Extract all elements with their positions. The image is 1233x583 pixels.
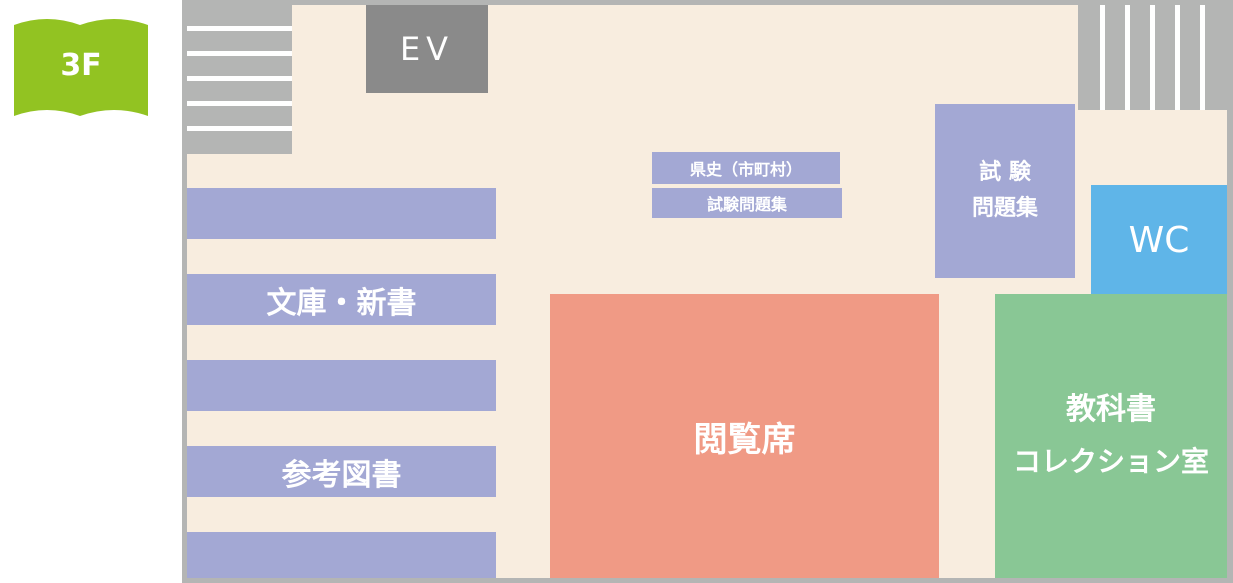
- exam-label-line2: 問題集: [971, 196, 1038, 221]
- textbook-label-line1: 教科書: [1066, 392, 1156, 427]
- shelf: [187, 532, 496, 578]
- stair-step: [1175, 5, 1180, 110]
- exam-label-line1: 試 験: [979, 160, 1031, 185]
- stair-step: [1100, 5, 1105, 110]
- stair-step: [1125, 5, 1130, 110]
- restroom: WC: [1091, 185, 1227, 295]
- stair-step: [187, 26, 292, 31]
- shelf-reference: 参考図書: [187, 446, 496, 497]
- exam-books-section: 試 験 問題集: [935, 104, 1075, 278]
- reading-room: 閲覧席: [550, 294, 939, 578]
- elevator: EV: [366, 5, 488, 93]
- stair-step: [1200, 5, 1205, 110]
- floor-badge: 3F: [14, 15, 148, 116]
- shelf-bunko-shinsho: 文庫・新書: [187, 274, 496, 325]
- textbook-collection-room: 教科書 コレクション室: [995, 294, 1227, 578]
- shelf-prefecture-history: 県史（市町村）: [652, 152, 840, 184]
- stair-step: [1150, 5, 1155, 110]
- stair-step: [187, 126, 292, 131]
- stair-step: [187, 101, 292, 106]
- open-book-icon: [14, 19, 148, 116]
- shelf: [187, 360, 496, 411]
- stair-step: [187, 76, 292, 81]
- floor-label: 3F: [60, 48, 102, 83]
- shelf: [187, 188, 496, 239]
- stair-step: [187, 51, 292, 56]
- textbook-label-line2: コレクション室: [1012, 445, 1209, 478]
- shelf-exam-books-small: 試験問題集: [652, 188, 842, 218]
